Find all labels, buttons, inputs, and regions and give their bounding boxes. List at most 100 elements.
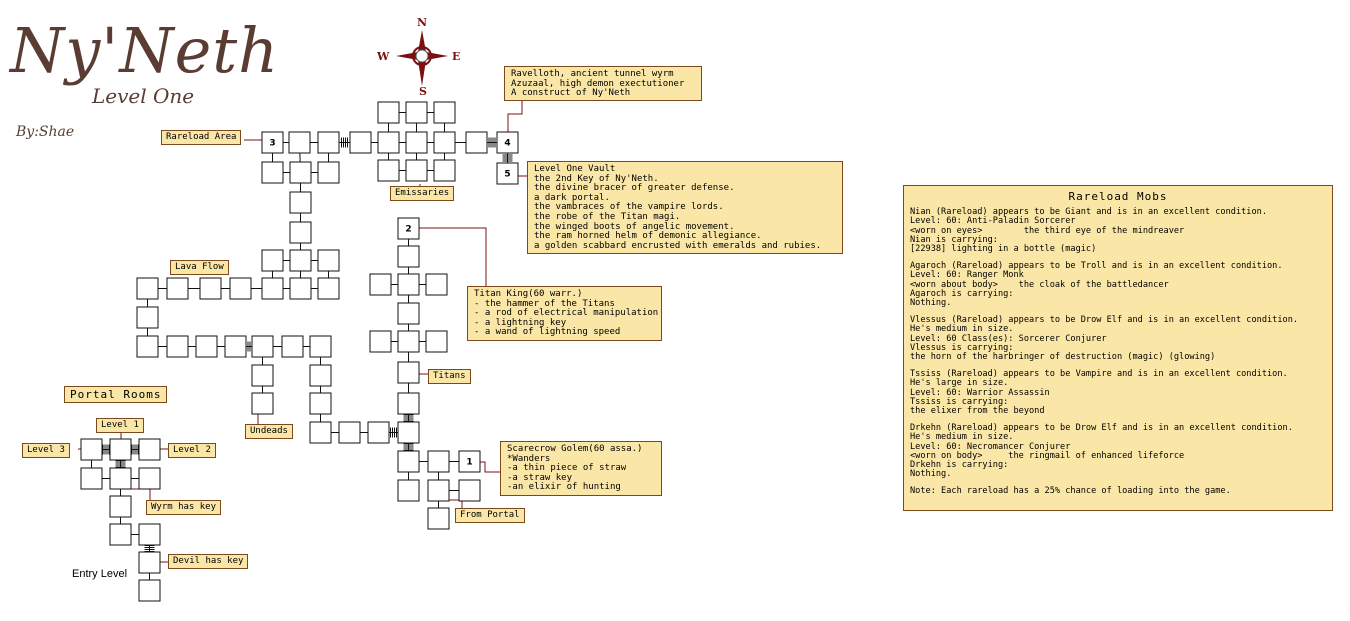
vault-box-line: the ram horned helm of demonic allegianc… [534, 231, 762, 242]
room-n1 [251, 364, 274, 387]
label-devil-has-key: Devil has key [168, 554, 249, 569]
room-u3 [433, 101, 456, 124]
room-p10 [397, 392, 420, 415]
room-b4 [261, 277, 284, 300]
room-p5 [397, 302, 420, 325]
mob-info-line: Drkehn is carrying: [910, 460, 1009, 471]
room-t7 [465, 131, 488, 154]
room-w5 [109, 523, 132, 546]
room-number: 4 [504, 139, 510, 149]
room-w6 [138, 523, 161, 546]
mob-info-line: Agaroch is carrying: [910, 288, 1014, 299]
mob-info-line: <worn on body> the ringmail of enhanced … [910, 450, 1185, 461]
room-q6 [427, 507, 450, 530]
room-m1 [136, 335, 159, 358]
room-t4 [377, 131, 400, 154]
author-credit: By:Shae [16, 124, 75, 140]
room-n2 [309, 364, 332, 387]
room-o1 [309, 421, 332, 444]
room-t1 [288, 131, 311, 154]
wyrm-box-line: Azuzaal, high demon exectutioner [511, 78, 685, 89]
vault-box-line: Level One Vault [534, 164, 616, 174]
room-p9 [397, 361, 420, 384]
titan-box-line: - a lightning key [474, 317, 567, 328]
mob-info-line: He's large in size. [910, 378, 1009, 389]
room-q3 [397, 479, 420, 502]
room-w8 [138, 579, 161, 602]
room-p3 [397, 273, 420, 296]
scarecrow-box-line: Scarecrow Golem(60 assa.) [507, 444, 643, 454]
map-title: Ny'Neth [10, 14, 280, 87]
scarecrow-box-line: *Wanders [507, 453, 551, 464]
portal-rooms-heading: Portal Rooms [64, 386, 168, 403]
scarecrow-box-line: -an elixir of hunting [507, 482, 621, 493]
room-c2 [405, 159, 428, 182]
vault-box-line: a dark portal. [534, 192, 610, 203]
room-l4 [229, 277, 252, 300]
titan-box-line: - a wand of lightning speed [474, 327, 621, 338]
room-v1 [109, 438, 132, 461]
room-m2 [166, 335, 189, 358]
label-titans: Titans [428, 369, 471, 384]
room-m6 [281, 335, 304, 358]
room-l2 [166, 277, 189, 300]
label-from-portal: From Portal [455, 508, 525, 523]
label-level-1: Level 1 [96, 418, 144, 433]
room-q5 [458, 479, 481, 502]
room-n4 [309, 392, 332, 415]
wyrm-box-line: Ravelloth, ancient tunnel wyrm [511, 69, 674, 79]
room-t2 [317, 131, 340, 154]
mob-info-line: Level: 60: Warrior Assassin [910, 387, 1050, 398]
mob-info-line: Level: 60 Class(es): Sorcerer Conjurer [910, 333, 1107, 344]
leader-line-10 [131, 488, 151, 500]
label-level-2: Level 2 [168, 443, 216, 458]
room-p1 [397, 245, 420, 268]
mob-info-line: the horn of the harbringer of destructio… [910, 352, 1216, 363]
room-r1 [458, 450, 481, 473]
room-v3 [138, 438, 161, 461]
mob-info-line: Level: 60: Ranger Monk [910, 270, 1024, 281]
mob-info-line: Level: 60: Necromancer Conjurer [910, 441, 1071, 452]
door-icon [115, 460, 126, 468]
room-w2 [109, 467, 132, 490]
room-c3 [433, 159, 456, 182]
room-a4 [289, 191, 312, 214]
room-n3 [251, 392, 274, 415]
room-a2 [289, 161, 312, 184]
compass-north: N [417, 16, 428, 29]
room-o2 [338, 421, 361, 444]
mob-info-line: Nothing. [910, 298, 952, 309]
mob-info-line: Nian is carrying: [910, 234, 998, 245]
label-wyrm-has-key: Wyrm has key [146, 500, 222, 515]
titan-box-line: - the hammer of the Titans [474, 298, 615, 309]
door-icon [488, 137, 496, 148]
mob-info-line: Drkehn (Rareload) appears to be Drow Elf… [910, 423, 1293, 434]
label-lava-flow: Lava Flow [170, 260, 229, 275]
scarecrow-golem-box: Scarecrow Golem(60 assa.)*Wanders-a thin… [500, 441, 662, 496]
room-r5 [496, 162, 519, 185]
compass-south: S [419, 85, 427, 98]
room-p2 [369, 273, 392, 296]
room-r2 [397, 217, 420, 240]
room-number: 5 [504, 170, 510, 180]
room-v2 [80, 438, 103, 461]
mob-info-line: the elixer from the beyond [910, 406, 1045, 417]
room-u1 [377, 101, 400, 124]
room-w3 [138, 467, 161, 490]
rareload-mobs-title: Rareload Mobs [1068, 190, 1168, 203]
room-q4 [427, 479, 450, 502]
room-b1 [261, 249, 284, 272]
mob-info-line: Nothing. [910, 469, 952, 480]
room-b6 [317, 277, 340, 300]
mob-info-line: He's medium in size. [910, 324, 1014, 335]
titan-king-box: Titan King(60 warr.)- the hammer of the … [467, 286, 662, 341]
door-icon [502, 154, 513, 162]
room-t6 [433, 131, 456, 154]
door-icon [102, 444, 110, 455]
compass-east: E [452, 50, 461, 63]
room-c1 [377, 159, 400, 182]
room-m3 [195, 335, 218, 358]
mob-info-line: Tssiss is carrying: [910, 396, 1009, 407]
